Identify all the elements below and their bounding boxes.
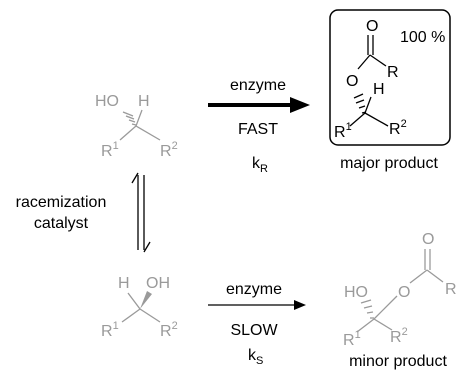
- s-alcohol-bond-r1: [121, 308, 141, 323]
- s-alcohol-bond-h: [127, 292, 141, 310]
- minor-acyl-bond-r: [426, 269, 444, 283]
- slow-reagent-label: enzyme: [226, 281, 282, 298]
- major-product-structure: O 100 % R O H R1 R2: [334, 18, 445, 141]
- s-alcohol-h-label: H: [118, 275, 130, 292]
- slow-arrow-head: [294, 300, 306, 310]
- minor-carbonyl-o-label: O: [422, 231, 434, 248]
- r-alcohol-structure: HO H R1 R2: [95, 93, 178, 160]
- s-alcohol-solid-wedge: [140, 291, 152, 309]
- slow-rate-label: SLOW: [230, 322, 278, 339]
- minor-bond-ester-o: [373, 295, 398, 320]
- minor-product-caption: minor product: [349, 353, 447, 370]
- minor-product-structure: O R O HO R1 R2: [343, 231, 457, 349]
- major-h-label: H: [373, 81, 385, 98]
- s-alcohol-oh-label: OH: [146, 275, 170, 292]
- slow-rate-constant: kS: [248, 347, 263, 367]
- r-alcohol-bond-r2: [135, 125, 161, 141]
- r-alcohol-hashed-wedge: [122, 111, 137, 126]
- major-r1-label: R1: [334, 121, 352, 141]
- major-bond-r1: [349, 112, 366, 127]
- r-alcohol-r1-label: R1: [101, 140, 119, 160]
- major-acyl-r-label: R: [387, 64, 399, 81]
- minor-acyl-r-label: R: [445, 281, 457, 298]
- minor-r1-label: R1: [343, 329, 361, 349]
- major-bond-h: [364, 96, 372, 114]
- equilibrium-up-head: [131, 172, 139, 184]
- r-alcohol-ho-label: HO: [95, 93, 119, 110]
- major-ester-o-label: O: [346, 73, 358, 90]
- racemization-label-line2: catalyst: [34, 215, 89, 232]
- minor-ester-o-label: O: [398, 284, 410, 301]
- major-bond-r2: [364, 112, 389, 127]
- minor-ho-label: HO: [344, 284, 368, 301]
- r-alcohol-r2-label: R2: [160, 140, 178, 160]
- fast-rate-label: FAST: [238, 121, 278, 138]
- major-ester-bond: [357, 54, 371, 70]
- fast-reagent-label: enzyme: [230, 77, 286, 94]
- minor-ester-bond: [409, 269, 428, 284]
- fast-reaction-arrow: [208, 97, 310, 113]
- minor-r2-label: R2: [390, 326, 408, 346]
- minor-bond-r2: [373, 318, 393, 331]
- fast-rate-constant: kR: [252, 155, 268, 175]
- racemization-label-line1: racemization: [16, 194, 107, 211]
- major-hashed-wedge: [353, 93, 367, 114]
- r-alcohol-h-label: H: [138, 93, 150, 110]
- minor-hashed-wedge: [360, 299, 374, 319]
- slow-reaction-arrow: [208, 300, 306, 310]
- fast-arrow-head: [290, 97, 310, 113]
- s-alcohol-bond-r2: [139, 308, 161, 323]
- major-product-box: [329, 9, 451, 146]
- s-alcohol-r2-label: R2: [160, 320, 178, 340]
- s-alcohol-structure: H OH R1 R2: [101, 275, 178, 340]
- r-alcohol-bond-r1: [119, 125, 137, 141]
- major-carbonyl-o-label: O: [366, 18, 378, 35]
- major-acyl-bond-r: [369, 54, 387, 67]
- racemization-equilibrium-arrows: [131, 172, 151, 253]
- major-product-caption: major product: [340, 155, 438, 172]
- s-alcohol-r1-label: R1: [101, 320, 119, 340]
- equilibrium-down-head: [143, 241, 151, 253]
- major-r2-label: R2: [389, 118, 407, 138]
- major-yield-label: 100 %: [400, 29, 445, 46]
- minor-bond-r1: [356, 318, 375, 333]
- r-alcohol-bond-h: [135, 109, 143, 127]
